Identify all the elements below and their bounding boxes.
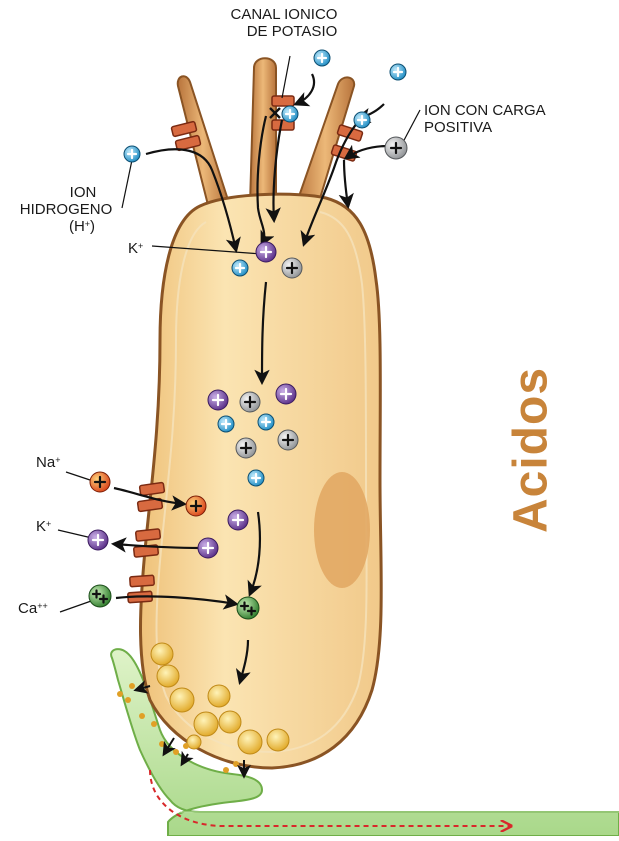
diagram-title: Acidos: [504, 367, 559, 533]
ion-channel-icon: [272, 96, 294, 106]
label-ion-hidrogeno: ION HIDROGENO (H+): [6, 184, 126, 235]
calcium-ion-icon: [89, 585, 111, 607]
label-k-top: K+: [128, 240, 143, 257]
label-k-side: K+: [36, 518, 51, 535]
ion-channel-icon: [130, 575, 155, 587]
nucleus: [314, 472, 370, 588]
label-ion-h-line1: ION: [6, 184, 126, 201]
label-canal-line2: DE POTASIO: [224, 23, 344, 40]
ion-channel-icon: [136, 529, 161, 541]
label-na: Na+: [36, 454, 60, 471]
label-ion-h-line2: HIDROGENO: [6, 201, 126, 218]
label-ion-pos-line1: ION CON CARGA: [424, 102, 546, 119]
calcium-ion-icon: [237, 597, 259, 619]
label-ion-pos-line2: POSITIVA: [424, 119, 546, 136]
title-container: Acidos: [456, 300, 606, 600]
label-ion-positivo: ION CON CARGA POSITIVA: [424, 102, 546, 136]
label-ca: Ca++: [18, 600, 48, 617]
label-canal-line1: CANAL IONICO: [224, 6, 344, 23]
label-ion-h-line3: (H+): [6, 218, 126, 235]
label-canal-ionico: CANAL IONICO DE POTASIO: [224, 6, 344, 40]
